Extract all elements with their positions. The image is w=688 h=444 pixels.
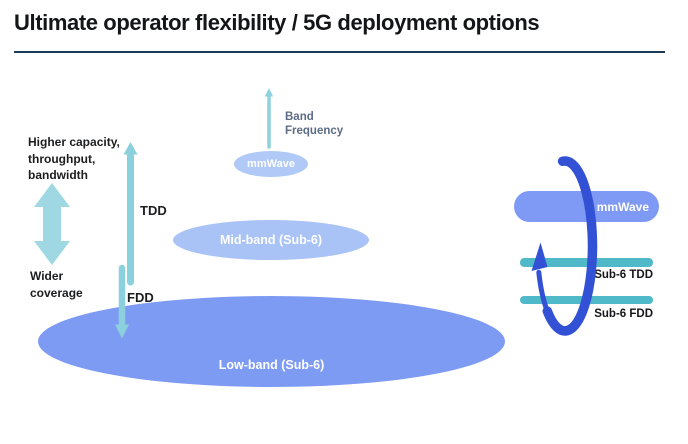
mmwave-deployment-label: mmWave (596, 199, 649, 214)
title-divider (14, 51, 665, 53)
capacity-label: Higher capacity, throughput, bandwidth (28, 135, 120, 182)
capacity-coverage-double-arrow-icon (34, 183, 70, 265)
fdd-label: FDD (127, 290, 154, 305)
page-title: Ultimate operator flexibility / 5G deplo… (14, 10, 540, 35)
band-frequency-axis-label: Band Frequency (285, 111, 344, 137)
tdd-label: TDD (140, 203, 167, 218)
cycle-arrow-icon (542, 156, 598, 336)
mid-band-ellipse: Mid-band (Sub-6) (173, 220, 369, 260)
sub6-tdd-label: Sub-6 TDD (594, 269, 653, 281)
low-band-ellipse: Low-band (Sub-6) (38, 296, 505, 387)
coverage-label: Wider coverage (30, 269, 83, 300)
tdd-up-arrow-icon (123, 142, 138, 155)
cycle-arrowhead-icon (531, 242, 548, 271)
mmwave-band-ellipse: mmWave (234, 151, 308, 177)
band-frequency-arrow-icon (264, 88, 274, 97)
cycle-arrow-tail (536, 269, 550, 314)
sub6-fdd-label: Sub-6 FDD (594, 308, 653, 320)
sub6-tdd-bar (520, 258, 653, 267)
sub6-fdd-bar (520, 295, 653, 304)
mmwave-deployment-pill: mmWave (514, 191, 659, 222)
low-band-label: Low-band (Sub-6) (218, 358, 325, 372)
mmwave-band-label: mmWave (247, 158, 295, 170)
mid-band-label: Mid-band (Sub-6) (219, 233, 323, 247)
